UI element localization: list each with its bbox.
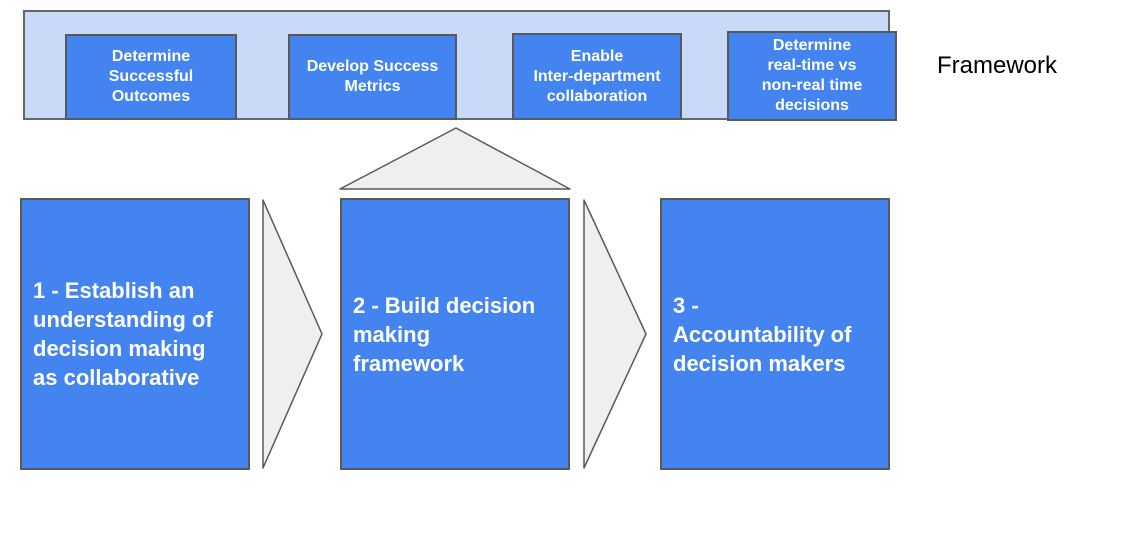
banner-box-develop-success-metrics: Develop Success Metrics	[288, 34, 457, 120]
step-3-box: 3 - Accountability of decision makers	[660, 198, 890, 470]
banner-box-label: Develop Success Metrics	[306, 58, 439, 95]
banner-box-label: Enable Inter-department collaboration	[533, 47, 661, 105]
flow-arrow-1-icon	[262, 199, 323, 469]
roof-triangle-icon	[339, 127, 571, 190]
step-2-label: 2 - Build decision making framework	[353, 292, 536, 376]
banner-box-determine-real-time-decisions: Determine real-time vs non-real time dec…	[727, 31, 897, 121]
step-2-box: 2 - Build decision making framework	[340, 198, 570, 470]
step-3-label: 3 - Accountability of decision makers	[673, 292, 852, 376]
banner-box-determine-successful-outcomes: Determine Successful Outcomes	[65, 34, 237, 120]
framework-label: Framework	[937, 52, 1058, 79]
banner-box-enable-inter-department-collaboration: Enable Inter-department collaboration	[512, 33, 682, 120]
step-1-box: 1 - Establish an understanding of decisi…	[20, 198, 250, 470]
framework-banner: Determine Successful Outcomes Develop Su…	[23, 10, 897, 121]
banner-box-label: Determine Successful Outcomes	[108, 48, 194, 105]
banner-box-label: Determine real-time vs non-real time dec…	[761, 37, 863, 114]
step-1-label: 1 - Establish an understanding of decisi…	[33, 278, 213, 390]
flow-arrow-2-icon	[583, 199, 647, 469]
